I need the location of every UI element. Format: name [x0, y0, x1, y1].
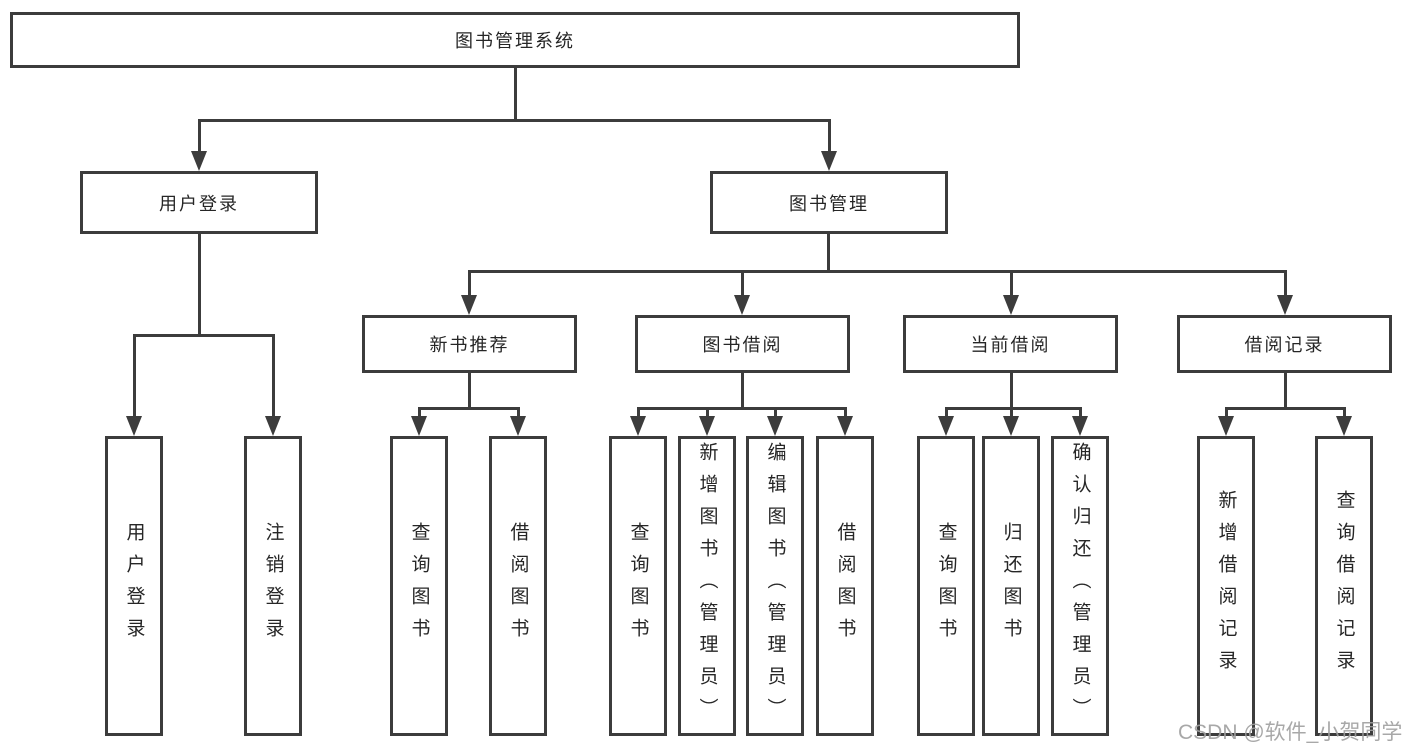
leaf-user-login: 用户登录	[105, 436, 163, 736]
leaf-edit-books-admin: 编辑图书（管理员）	[746, 436, 804, 736]
connector-arrow-icon	[1003, 416, 1019, 436]
node-root-label: 图书管理系统	[455, 31, 575, 51]
leaf-add-books-admin-label: 新增图书（管理员）	[696, 442, 718, 730]
leaf-add-books-admin: 新增图书（管理员）	[678, 436, 736, 736]
connector-arrow-icon	[699, 416, 715, 436]
connector-line	[1010, 407, 1013, 418]
connector-line	[1010, 270, 1013, 297]
connector-line	[468, 270, 471, 297]
connector-line	[827, 234, 830, 272]
connector-line	[418, 407, 520, 410]
node-user-login: 用户登录	[80, 171, 318, 234]
node-book-management-label: 图书管理	[789, 193, 869, 214]
connector-line	[198, 119, 831, 122]
connector-arrow-icon	[1003, 295, 1019, 315]
connector-arrow-icon	[821, 151, 837, 171]
leaf-borrow-books-label: 借阅图书	[834, 522, 856, 650]
connector-arrow-icon	[630, 416, 646, 436]
connector-line	[1343, 407, 1346, 418]
leaf-edit-books-admin-label: 编辑图书（管理员）	[764, 442, 786, 730]
leaf-query-books-borrowing: 查询图书	[609, 436, 667, 736]
connector-arrow-icon	[767, 416, 783, 436]
node-current-borrowing: 当前借阅	[903, 315, 1118, 373]
connector-line	[1225, 407, 1228, 418]
node-new-book-recommend-label: 新书推荐	[429, 335, 510, 355]
connector-line	[637, 407, 847, 410]
node-user-login-label: 用户登录	[159, 193, 239, 214]
node-book-management: 图书管理	[710, 171, 948, 234]
connector-line	[418, 407, 421, 418]
node-borrowing-records-label: 借阅记录	[1244, 335, 1325, 355]
connector-line	[514, 68, 517, 120]
connector-arrow-icon	[734, 295, 750, 315]
leaf-add-borrow-record: 新增借阅记录	[1197, 436, 1255, 736]
node-book-borrowing-label: 图书借阅	[702, 335, 783, 355]
connector-line	[272, 334, 275, 418]
leaf-query-books-current-label: 查询图书	[935, 522, 957, 650]
connector-line	[198, 234, 201, 336]
node-root: 图书管理系统	[10, 12, 1020, 68]
leaf-query-borrow-record: 查询借阅记录	[1315, 436, 1373, 736]
connector-arrow-icon	[461, 295, 477, 315]
leaf-query-borrow-record-label: 查询借阅记录	[1333, 490, 1355, 682]
leaf-query-books-current: 查询图书	[917, 436, 975, 736]
connector-line	[637, 407, 640, 418]
leaf-return-books-label: 归还图书	[1000, 522, 1022, 650]
connector-arrow-icon	[837, 416, 853, 436]
connector-line	[844, 407, 847, 418]
connector-line	[1225, 407, 1345, 410]
node-borrowing-records: 借阅记录	[1177, 315, 1392, 373]
leaf-confirm-return-admin-label: 确认归还（管理员）	[1069, 442, 1091, 730]
connector-line	[945, 407, 1081, 410]
leaf-logout: 注销登录	[244, 436, 302, 736]
connector-line	[828, 119, 831, 152]
node-new-book-recommend: 新书推荐	[362, 315, 577, 373]
csdn-watermark: CSDN @软件_小贺同学	[1178, 721, 1403, 744]
leaf-borrow-books-recommend-label: 借阅图书	[507, 522, 529, 650]
leaf-add-borrow-record-label: 新增借阅记录	[1215, 490, 1237, 682]
connector-line	[1010, 373, 1013, 409]
connector-line	[133, 334, 136, 418]
connector-line	[1079, 407, 1082, 418]
connector-arrow-icon	[1072, 416, 1088, 436]
connector-line	[468, 373, 471, 409]
connector-arrow-icon	[510, 416, 526, 436]
connector-arrow-icon	[265, 416, 281, 436]
connector-arrow-icon	[1277, 295, 1293, 315]
connector-line	[741, 373, 744, 409]
leaf-borrow-books: 借阅图书	[816, 436, 874, 736]
connector-line	[1284, 373, 1287, 409]
leaf-logout-label: 注销登录	[262, 522, 284, 650]
connector-line	[1284, 270, 1287, 297]
leaf-confirm-return-admin: 确认归还（管理员）	[1051, 436, 1109, 736]
connector-line	[133, 334, 275, 337]
connector-arrow-icon	[938, 416, 954, 436]
connector-arrow-icon	[1218, 416, 1234, 436]
leaf-query-books-borrowing-label: 查询图书	[627, 522, 649, 650]
leaf-query-books-recommend-label: 查询图书	[408, 522, 430, 650]
connector-line	[774, 407, 777, 418]
leaf-borrow-books-recommend: 借阅图书	[489, 436, 547, 736]
connector-line	[945, 407, 948, 418]
connector-arrow-icon	[411, 416, 427, 436]
leaf-user-login-label: 用户登录	[123, 522, 145, 650]
node-book-borrowing: 图书借阅	[635, 315, 850, 373]
leaf-query-books-recommend: 查询图书	[390, 436, 448, 736]
connector-line	[468, 270, 1287, 273]
connector-arrow-icon	[126, 416, 142, 436]
connector-line	[517, 407, 520, 418]
connector-arrow-icon	[1336, 416, 1352, 436]
connector-arrow-icon	[191, 151, 207, 171]
connector-line	[706, 407, 709, 418]
connector-line	[741, 270, 744, 297]
leaf-return-books: 归还图书	[982, 436, 1040, 736]
connector-line	[198, 119, 201, 152]
node-current-borrowing-label: 当前借阅	[970, 335, 1051, 355]
